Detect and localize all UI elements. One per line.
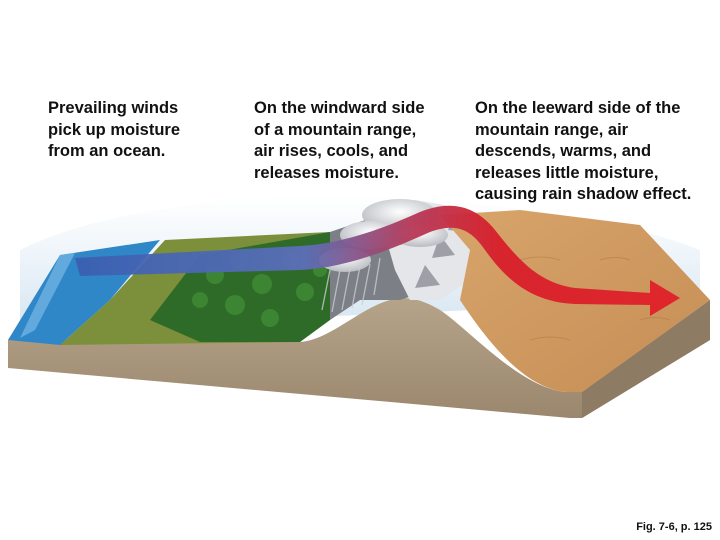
caption-leeward-side: On the leeward side of the mountain rang… bbox=[475, 99, 692, 203]
caption-prevailing-winds: Prevailing winds pick up moisture from a… bbox=[48, 99, 181, 160]
soil-side-panel bbox=[582, 300, 710, 418]
ocean-shore bbox=[20, 253, 75, 338]
figure-reference: Fig. 7-6, p. 125 bbox=[636, 521, 712, 533]
rain-streaks bbox=[321, 257, 381, 313]
soil-cross-section bbox=[8, 298, 710, 418]
wind-arrow bbox=[75, 205, 680, 316]
caption-windward-side: On the windward side of a mountain range… bbox=[254, 99, 425, 182]
